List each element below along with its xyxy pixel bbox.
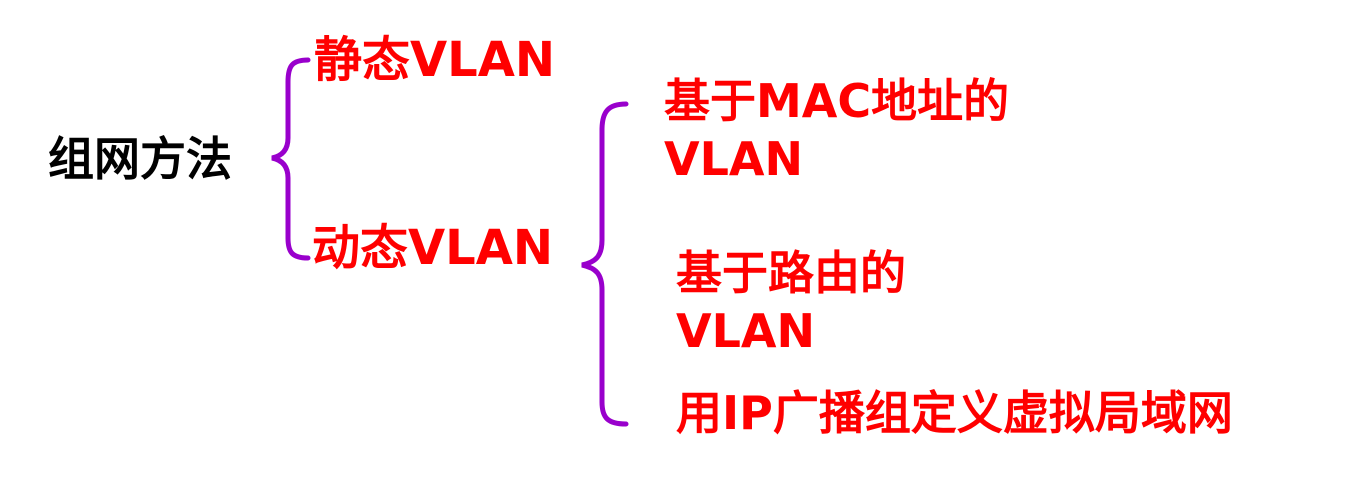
branch-dynamic-vlan: 动态VLAN (312, 220, 554, 276)
child-mac-based-vlan-line1: 基于MAC地址的 (664, 74, 1010, 128)
child-route-based-vlan-line2: VLAN (676, 304, 816, 358)
dynamic-brace-path (581, 101, 629, 427)
child-mac-based-vlan: 基于MAC地址的 VLAN (664, 72, 1009, 188)
root-node: 组网方法 (48, 132, 232, 186)
child-route-based-vlan-line1: 基于路由的 (676, 246, 906, 300)
branch-static-vlan: 静态VLAN (314, 32, 556, 88)
child-ip-multicast-vlan: 用IP广播组定义虚拟局域网 (676, 386, 1233, 440)
child-route-based-vlan: 基于路由的 VLAN (676, 244, 906, 360)
child-mac-based-vlan-line2: VLAN (664, 132, 804, 186)
root-brace-path (271, 57, 311, 261)
